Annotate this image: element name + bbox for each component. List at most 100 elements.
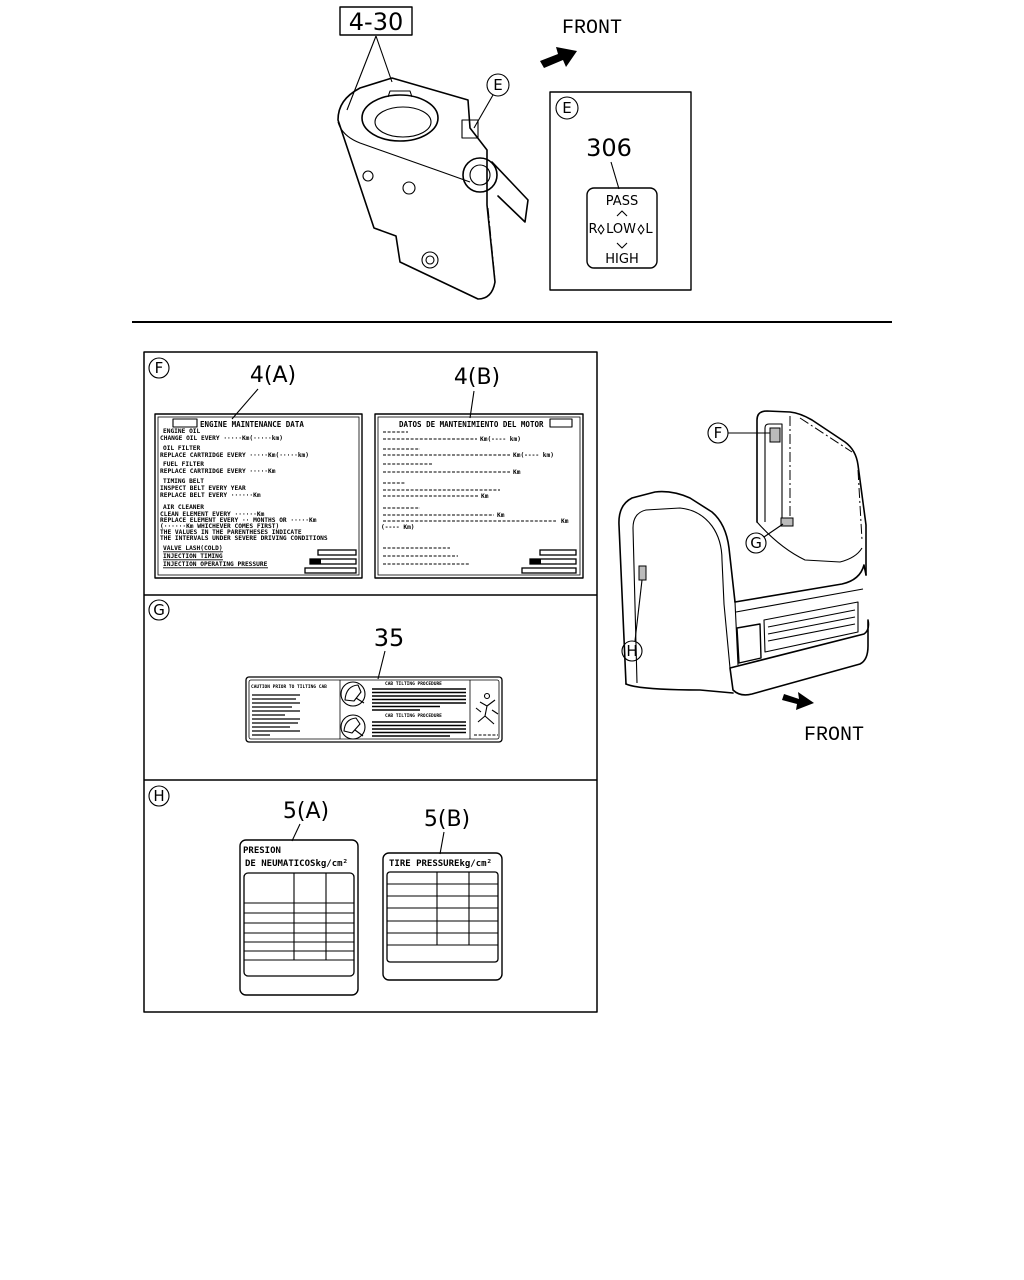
cab-marker-h: H xyxy=(626,642,637,660)
lever-stalk xyxy=(491,161,529,223)
callout-5a: 5(A) xyxy=(283,799,329,824)
label-5a-title-1: PRESION xyxy=(243,846,281,856)
chevron-down-icon xyxy=(616,242,628,249)
cab-drawing xyxy=(618,410,870,696)
engine-maintenance-label-es: DATOS DE MANTENIMIENTO DEL MOTOR Km(----… xyxy=(374,413,584,579)
label-4a-line: REPLACE CARTRIDGE EVERY ·····Km(·····km) xyxy=(160,452,309,459)
label-4b-bar-2-fill xyxy=(530,559,541,564)
section-g: G 35 CAUTION PRIOR TO TILTING CAB CAB TI… xyxy=(148,599,503,743)
switch-high-text: HIGH xyxy=(605,252,638,267)
cab-door-inner xyxy=(632,507,731,684)
mounting-hole-2 xyxy=(402,181,416,195)
callout-4a: 4(A) xyxy=(250,363,296,388)
detail-e-marker: E xyxy=(562,99,571,117)
tilt-cab-1-icon xyxy=(344,684,365,704)
label-4a-bar-1 xyxy=(317,549,357,556)
housing-center-line xyxy=(487,207,496,281)
section-f: F 4(A) 4(B) ENGINE MAINTENANCE DATA ENGI… xyxy=(148,357,584,579)
switch-low-text: LOW xyxy=(606,222,636,237)
label-5a-table xyxy=(243,872,355,977)
callout-5b: 5(B) xyxy=(424,807,470,832)
marker-f: F xyxy=(155,359,164,377)
cab-front-edge xyxy=(734,601,739,666)
cab-fascia xyxy=(734,564,867,603)
label-4a-line: REPLACE BELT EVERY ······Km xyxy=(160,492,261,499)
marker-g: G xyxy=(153,601,165,619)
tilt-procedure-2-text-lines xyxy=(372,721,466,737)
tilt-step-2-icon xyxy=(340,714,366,740)
marker-h-circle xyxy=(148,785,170,807)
label-4a-line: AIR CLEANER xyxy=(163,504,204,511)
lever-pivot xyxy=(462,157,498,193)
label-5a-title-2: DE NEUMATICOSkg/cm² xyxy=(245,859,348,869)
switch-label-plate xyxy=(586,187,658,269)
detail-e-panel: E 306 PASS R LOW L HIGH xyxy=(549,91,692,291)
label-4b-bar-1 xyxy=(539,549,577,556)
label-4b-inner xyxy=(377,416,581,576)
marker-h: H xyxy=(153,787,164,805)
label-4a-line: VALVE LASH(COLD) xyxy=(163,545,223,552)
tilt-caution-text-lines xyxy=(252,694,300,736)
chevron-up-icon xyxy=(616,210,628,217)
detail-e-leader xyxy=(610,161,620,190)
label-4b-entry: Km xyxy=(561,518,569,525)
cab-marker-g-circle xyxy=(745,532,767,554)
cab-headlamp xyxy=(736,623,762,664)
switch-pass-text: PASS xyxy=(606,194,638,209)
label-4a-inner xyxy=(157,416,360,576)
label-4a-line: CHANGE OIL EVERY ·····Km(·····km) xyxy=(160,435,283,442)
view-e-marker-circle xyxy=(486,73,510,97)
label-4b-entry: Km xyxy=(497,512,505,519)
part-callout-box xyxy=(339,6,413,36)
person-head xyxy=(483,692,491,700)
label-5a-plate xyxy=(239,839,359,996)
label-location-f xyxy=(769,427,781,443)
cab-fascia-band xyxy=(735,588,864,613)
label-detail-panel: F 4(A) 4(B) ENGINE MAINTENANCE DATA ENGI… xyxy=(143,351,598,1013)
label-4a-outer xyxy=(154,413,363,579)
label-4a-line: (······Km WHICHEVER COMES FIRST) xyxy=(160,523,279,530)
tilt-label-outer xyxy=(245,676,503,743)
detail-e-frame xyxy=(549,91,692,291)
front-label-top: FRONT xyxy=(562,17,622,40)
cab-hidden-lines xyxy=(789,416,863,541)
tilt-step-1-icon xyxy=(340,681,366,707)
switch-l-text: L xyxy=(645,222,653,237)
label-4b-entry: (---- Km) xyxy=(381,524,415,531)
label-4a-line: ENGINE OIL xyxy=(163,428,201,435)
housing-bore xyxy=(361,94,439,142)
label-4a-line: OIL FILTER xyxy=(163,445,201,452)
callout-5a-leader xyxy=(291,823,301,842)
label-4b-entry: Km xyxy=(481,493,489,500)
label-4b-entry: Km(---- km) xyxy=(513,452,554,459)
front-arrow-icon xyxy=(540,47,577,68)
cab-grille-bars xyxy=(767,609,856,642)
label-4a-line: TIMING BELT xyxy=(163,478,204,485)
cab-location-view: F G H FRONT xyxy=(618,410,870,747)
tilt-cab-2-icon xyxy=(343,717,364,737)
cab-bumper xyxy=(729,619,870,696)
housing-top-edge xyxy=(337,121,471,183)
part-callout-number: 4-30 xyxy=(349,8,403,36)
cab-front-label: FRONT xyxy=(804,724,864,747)
tilt-procedure-1-text-lines xyxy=(372,688,466,711)
label-5b-table xyxy=(386,871,499,963)
engine-maintenance-label-en: ENGINE MAINTENANCE DATA ENGINE OIL CHANG… xyxy=(154,413,363,579)
label-location-h xyxy=(638,565,647,581)
cab-lower-edge xyxy=(625,683,734,694)
label-4b-entry: Km(---- km) xyxy=(480,436,521,443)
label-4a-line: REPLACE ELEMENT EVERY ·· MONTHS OR ·····… xyxy=(160,517,317,524)
tilt-procedure-title-2: CAB TILTING PROCEDURE xyxy=(385,713,442,719)
cab-marker-g-leader xyxy=(763,523,784,538)
bore-inner xyxy=(374,106,432,138)
label-4a-line: INJECTION TIMING xyxy=(163,553,223,560)
detail-e-marker-circle xyxy=(555,96,579,120)
view-e-leader xyxy=(473,94,494,129)
callout-35: 35 xyxy=(374,624,405,652)
cab-marker-h-circle xyxy=(621,640,643,662)
tilt-caution-title: CAUTION PRIOR TO TILTING CAB xyxy=(251,684,327,690)
label-4a-line: FUEL FILTER xyxy=(163,461,204,468)
bore-key-notch xyxy=(387,90,413,98)
diamond-right-icon xyxy=(637,224,645,235)
